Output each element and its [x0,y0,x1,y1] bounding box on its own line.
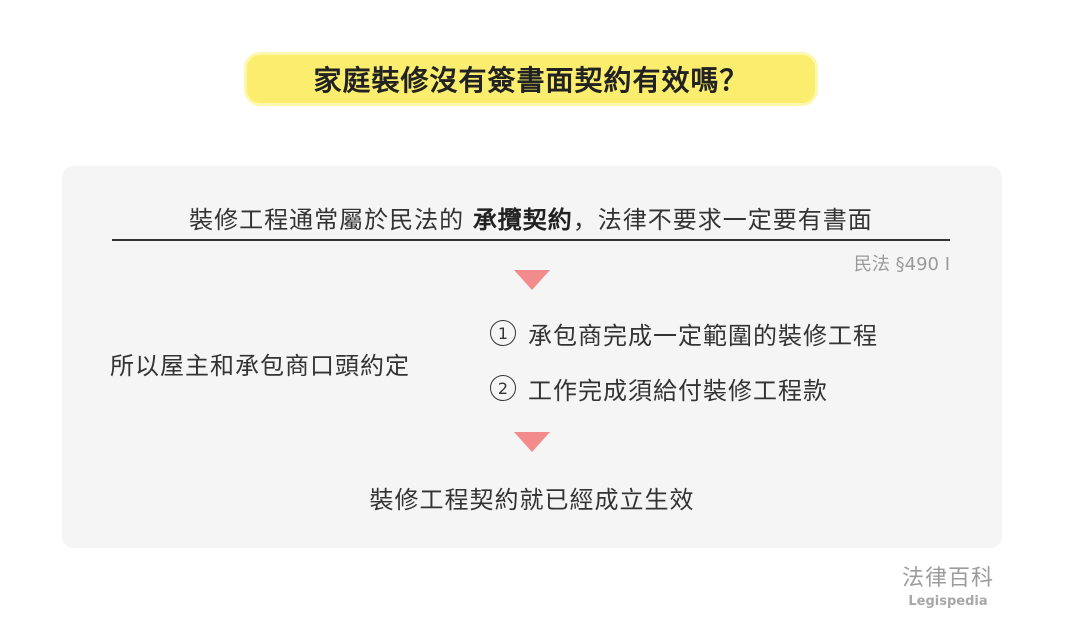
premise-statement: 裝修工程通常屬於民法的 承攬契約，法律不要求一定要有書面 [112,200,950,235]
agreement-label: 所以屋主和承包商口頭約定 [110,352,410,380]
circled-number: 1 [490,320,516,346]
premise-text-after: ，法律不要求一定要有書面 [572,206,873,234]
condition-text: 承包商完成一定範圍的裝修工程 [528,321,878,350]
conclusion-statement: 裝修工程契約就已經成立生效 [369,486,695,514]
page-title: 家庭裝修沒有簽書面契約有效嗎？ [313,64,749,97]
title-banner: 家庭裝修沒有簽書面契約有效嗎？ [244,52,818,106]
condition-text: 工作完成須給付裝修工程款 [528,376,828,405]
brand-name: 法律百科 [901,566,994,591]
premise-emphasis: 承攬契約 [472,206,573,234]
down-arrow-icon [514,270,550,290]
explanation-card: 裝修工程通常屬於民法的 承攬契約，法律不要求一定要有書面 民法 §490 I 所… [62,166,1002,548]
condition-item: 2 工作完成須給付裝修工程款 [490,373,878,405]
premise-underline [112,239,950,241]
brand-logo: 法律百科 Legispedia [880,560,1016,609]
circled-number: 2 [490,375,516,401]
agreement-conditions: 1 承包商完成一定範圍的裝修工程 2 工作完成須給付裝修工程款 [490,318,878,428]
brand-subtitle: Legispedia [908,594,988,609]
premise-text-before: 裝修工程通常屬於民法的 [189,206,473,234]
statute-citation: 民法 §490 I [853,254,950,275]
down-arrow-icon [514,432,550,452]
condition-item: 1 承包商完成一定範圍的裝修工程 [490,318,878,350]
